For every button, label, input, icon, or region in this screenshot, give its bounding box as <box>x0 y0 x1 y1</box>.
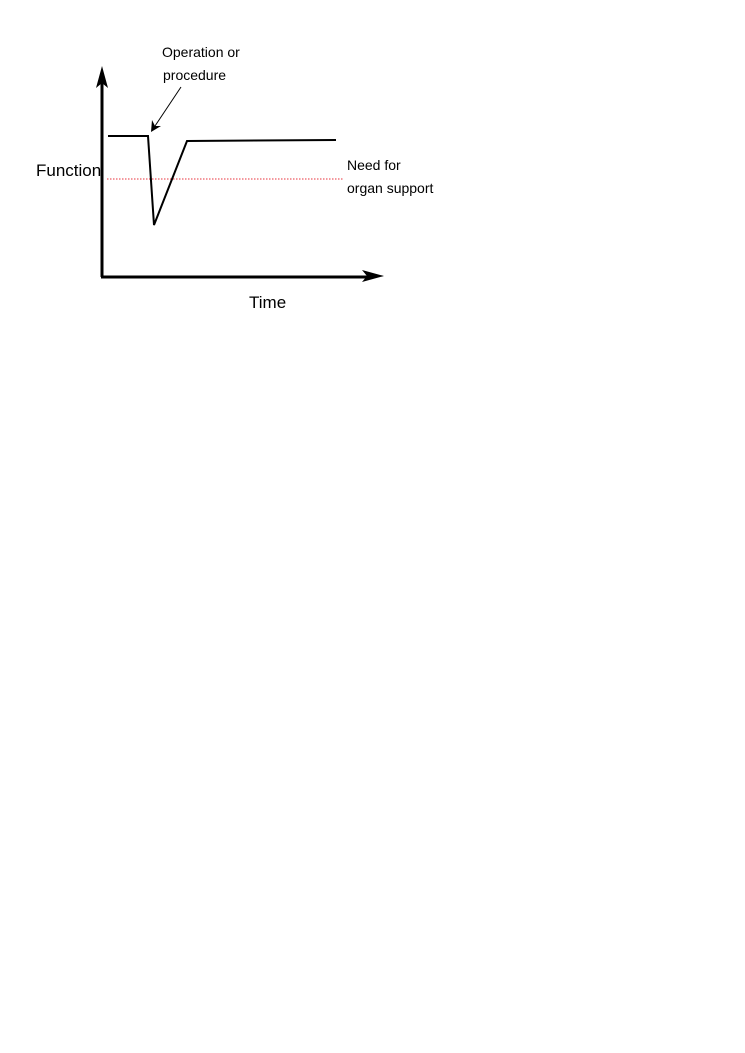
event-label-line-2: procedure <box>163 67 226 83</box>
x-axis <box>101 270 384 282</box>
y-axis <box>96 66 108 277</box>
y-axis-arrow-icon <box>96 66 108 88</box>
x-axis-label: Time <box>249 293 286 312</box>
function-curve <box>108 135 337 226</box>
y-axis-label: Function <box>36 161 101 180</box>
threshold-label-line-2: organ support <box>347 180 434 196</box>
annotation-arrow-icon <box>151 120 161 132</box>
threshold-label-line-1: Need for <box>347 157 401 173</box>
event-annotation-arrow <box>151 86 182 132</box>
x-axis-arrow-icon <box>362 270 384 282</box>
event-label-line-1: Operation or <box>162 44 240 60</box>
